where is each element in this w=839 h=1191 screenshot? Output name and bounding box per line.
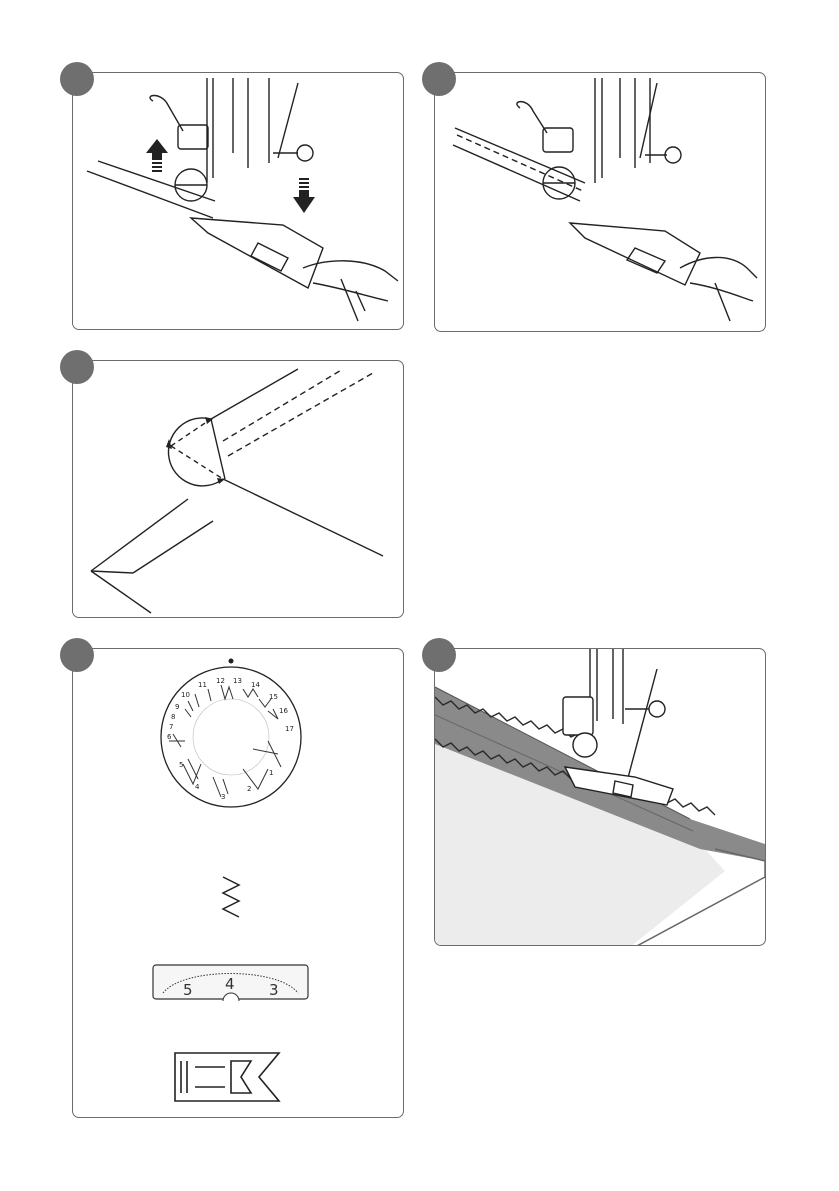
width-label-right: 3 [269,981,279,999]
stitch-settings-illustration: 12 13 14 15 16 17 11 10 9 8 7 6 5 4 3 2 … [73,649,405,1119]
fabric-fold-diagram [73,361,405,619]
presser-foot-icon [175,1053,279,1101]
step-badge-5 [422,638,456,672]
step-badge-3 [60,350,94,384]
dial-num-3: 3 [221,793,225,801]
dial-num-11: 11 [198,681,207,689]
dial-num-14: 14 [251,681,260,689]
up-arrow-icon [146,139,168,172]
panel-2 [434,72,766,332]
step-badge-1 [60,62,94,96]
dial-num-9: 9 [175,703,179,711]
dial-num-16: 16 [279,707,288,715]
dial-num-2: 2 [247,785,251,793]
panel-4: 12 13 14 15 16 17 11 10 9 8 7 6 5 4 3 2 … [72,648,404,1118]
step-badge-2 [422,62,456,96]
dial-num-12: 12 [216,677,225,685]
step-badge-4 [60,638,94,672]
dial-num-6: 6 [167,733,172,741]
dial-num-8: 8 [171,713,175,721]
width-label-center: 4 [225,975,235,993]
stitch-width-selector: 5 4 3 [153,965,308,1001]
dial-num-10: 10 [181,691,190,699]
sewing-with-hand-guide-illustration [435,73,767,333]
panel-1 [72,72,404,330]
dial-num-13: 13 [233,677,242,685]
panel-5 [434,648,766,946]
dial-num-1: 1 [269,769,273,777]
dial-num-5: 5 [179,761,183,769]
dial-num-7: 7 [169,723,173,731]
presser-foot-lowering-illustration [73,73,405,331]
width-label-left: 5 [183,981,193,999]
hem-sewing-photo [435,649,766,946]
pattern-dial: 12 13 14 15 16 17 11 10 9 8 7 6 5 4 3 2 … [161,659,301,808]
down-arrow-icon [293,178,315,213]
dial-num-4: 4 [195,783,200,791]
dial-num-17: 17 [285,725,294,733]
dial-num-15: 15 [269,693,278,701]
zigzag-stitch-icon [223,877,239,917]
panel-3 [72,360,404,618]
